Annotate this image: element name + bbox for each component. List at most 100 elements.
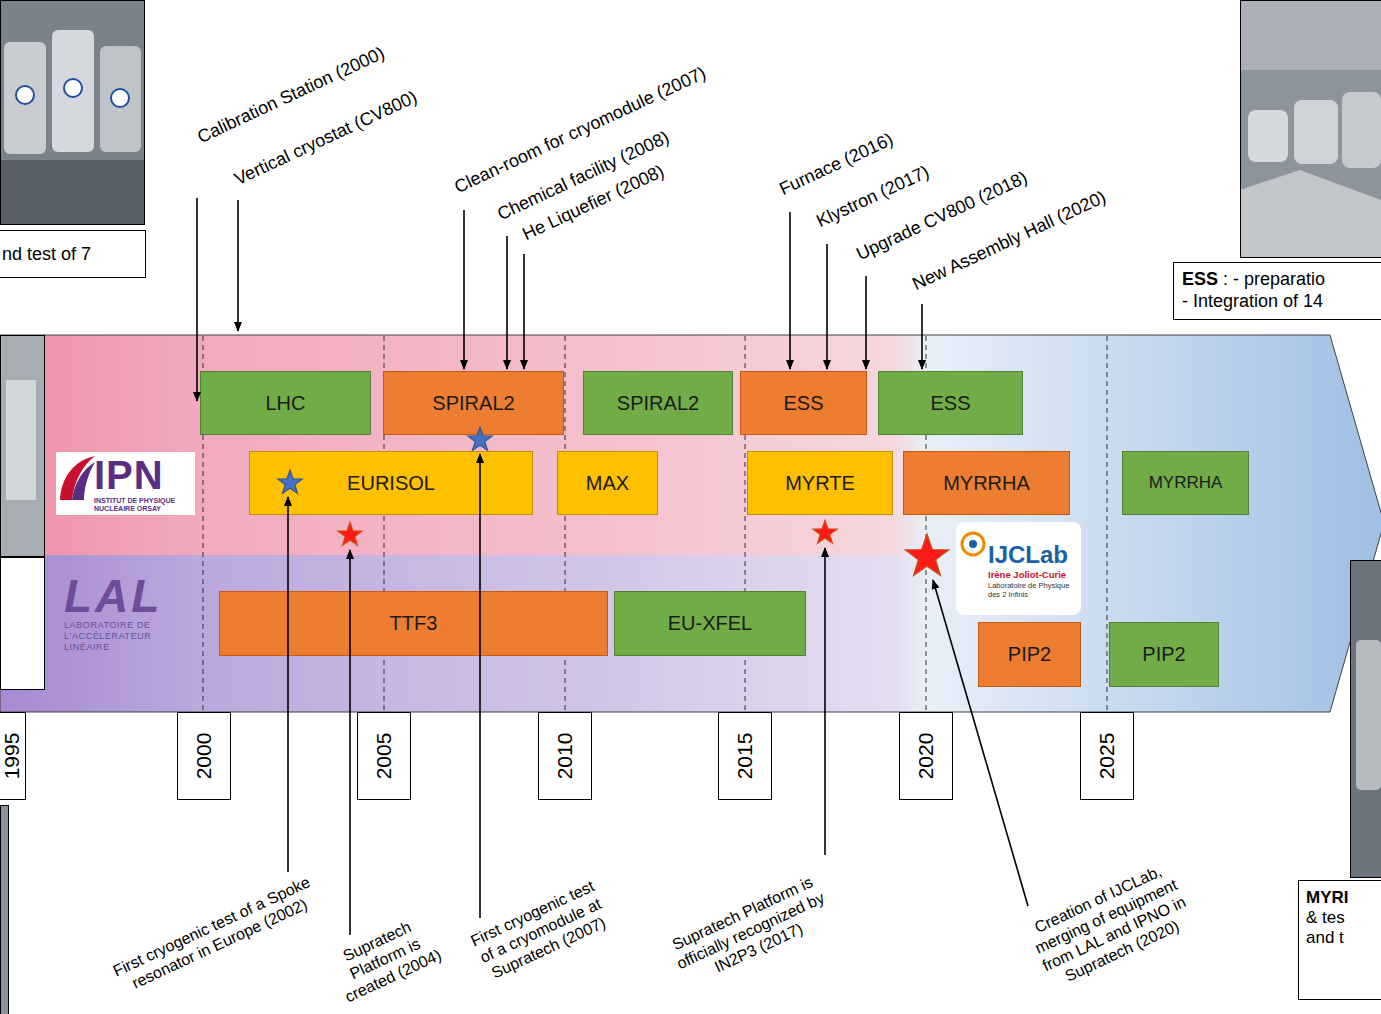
caption-text: - Integration of 14 — [1182, 290, 1374, 312]
year-box: 2010 — [538, 712, 592, 800]
year-box: 2020 — [899, 712, 953, 800]
photo-caption: MYRI& tesand t — [1298, 880, 1381, 1000]
photo-fragment — [1, 806, 9, 1014]
photo-ceiling — [1240, 0, 1381, 70]
project-box: SPIRAL2 — [383, 371, 564, 435]
project-box: ESS — [878, 371, 1023, 435]
box-label: MYRRHA — [943, 472, 1030, 495]
project-box: MYRTE — [747, 451, 893, 515]
cryostat-badge — [111, 89, 129, 107]
photo-ground — [0, 335, 45, 557]
photo-caption: nd test of 7 — [0, 230, 146, 278]
leader-line — [921, 304, 923, 369]
project-box: LHC — [200, 371, 371, 435]
year-label: 1995 — [1, 733, 25, 780]
annotation-label: Supratech Platform is officially recogni… — [659, 867, 842, 993]
box-label: EU-XFEL — [668, 612, 752, 635]
photo-frame — [1241, 1, 1381, 258]
year-label: 2010 — [553, 733, 577, 780]
year-box: 1995 — [0, 712, 26, 800]
leader-line — [826, 244, 828, 369]
milestone-star — [813, 520, 838, 544]
leader-line — [479, 454, 481, 918]
annotation-label: New Assembly Hall (2020) — [909, 187, 1109, 295]
milestone-star — [338, 522, 363, 546]
annotation-label: Creation of IJCLab, merging of equipment… — [1018, 855, 1202, 995]
leader-line — [789, 212, 791, 369]
leader-lines — [197, 198, 1028, 935]
caption-text: and t — [1306, 928, 1376, 948]
equipment — [1356, 640, 1381, 790]
cryomodule — [1342, 92, 1381, 168]
box-label: PIP2 — [1142, 643, 1185, 666]
year-box: 2005 — [357, 712, 411, 800]
year-label: 2020 — [914, 733, 938, 780]
lab-logo: LALLABORATOIRE DE L'ACCÉLÉRATEUR LINÉAIR… — [62, 570, 190, 660]
logo-subtitle: INSTITUT DE PHYSIQUE NUCLÉAIRE ORSAY — [94, 497, 192, 513]
leader-line — [463, 210, 465, 369]
box-label: SPIRAL2 — [432, 392, 514, 415]
logo-wordmark: IPN — [94, 455, 192, 495]
annotation-label: Supratech Platform is created (2004) — [323, 909, 447, 1007]
caption-text: ESS — [1182, 269, 1218, 289]
caption-text: & tes — [1306, 908, 1376, 928]
year-label: 2005 — [372, 733, 396, 780]
project-box: PIP2 — [978, 622, 1081, 687]
project-box: MYRRHA — [903, 451, 1070, 515]
logo-subtitle: LABORATOIRE DE L'ACCÉLÉRATEUR LINÉAIRE — [64, 620, 188, 653]
box-label: LHC — [265, 392, 305, 415]
leader-line — [506, 236, 508, 369]
caption-text: nd test of 7 — [2, 243, 139, 265]
photo-frame — [1, 1, 145, 225]
myrrha-photo — [1350, 560, 1381, 878]
box-label: PIP2 — [1008, 643, 1051, 666]
photo-caption: ESS: - preparatio- Integration of 14 — [1173, 262, 1381, 320]
box-label: ESS — [783, 392, 823, 415]
cryomodule — [1248, 110, 1288, 162]
box-label: ESS — [930, 392, 970, 415]
project-box: PIP2 — [1109, 622, 1219, 687]
lal-band — [0, 555, 1381, 712]
photo-ground — [1240, 0, 1381, 258]
lab-logo: IJCLabIrène Joliot-CurieLaboratoire de P… — [956, 522, 1081, 615]
photo-ground — [1350, 560, 1381, 878]
milestone-star — [905, 534, 949, 576]
timeline-arrow-outline — [0, 335, 1381, 712]
cryostat-badge — [64, 79, 82, 97]
photo-floor — [0, 160, 145, 225]
lab-photo — [0, 335, 45, 690]
cryostat — [52, 30, 94, 152]
caption-text: MYRI — [1306, 888, 1376, 908]
gridline — [1107, 336, 1108, 712]
box-label: MAX — [586, 472, 629, 495]
cryostat — [4, 42, 46, 154]
photo-frame — [1351, 561, 1381, 878]
leader-line — [196, 198, 198, 401]
logo-wordmark: IJCLab — [988, 541, 1077, 569]
project-box: TTF3 — [219, 591, 608, 656]
box-label: MYRTE — [785, 472, 855, 495]
logo-wordmark: LAL — [64, 572, 188, 620]
logo-subtitle: Irène Joliot-Curie — [988, 569, 1077, 581]
leader-line — [287, 497, 289, 872]
photo-floor — [1240, 170, 1381, 258]
leader-line — [865, 276, 867, 369]
project-box: EURISOL — [249, 451, 533, 515]
caption-text: : - preparatio — [1223, 269, 1325, 289]
lab-logo: IPN INSTITUT DE PHYSIQUE NUCLÉAIRE ORSAY — [56, 452, 195, 515]
cryomodule — [1294, 100, 1338, 164]
box-label: EURISOL — [347, 472, 435, 495]
logo-subtitle: Laboratoire de Physique des 2 Infinis — [988, 581, 1077, 599]
year-label: 2015 — [733, 733, 757, 780]
ipn-band — [0, 335, 1381, 555]
year-label: 2000 — [192, 733, 216, 780]
cryostat — [100, 46, 141, 152]
year-box: 2025 — [1080, 712, 1134, 800]
cryostat-photo — [0, 0, 145, 225]
annotation-label: First cryogenic test of a Spoke resonato… — [105, 870, 325, 1000]
photo-caption-fragment — [1, 558, 45, 690]
leader-line — [523, 254, 525, 369]
photo-ground — [0, 0, 145, 225]
project-box: MAX — [557, 451, 658, 515]
